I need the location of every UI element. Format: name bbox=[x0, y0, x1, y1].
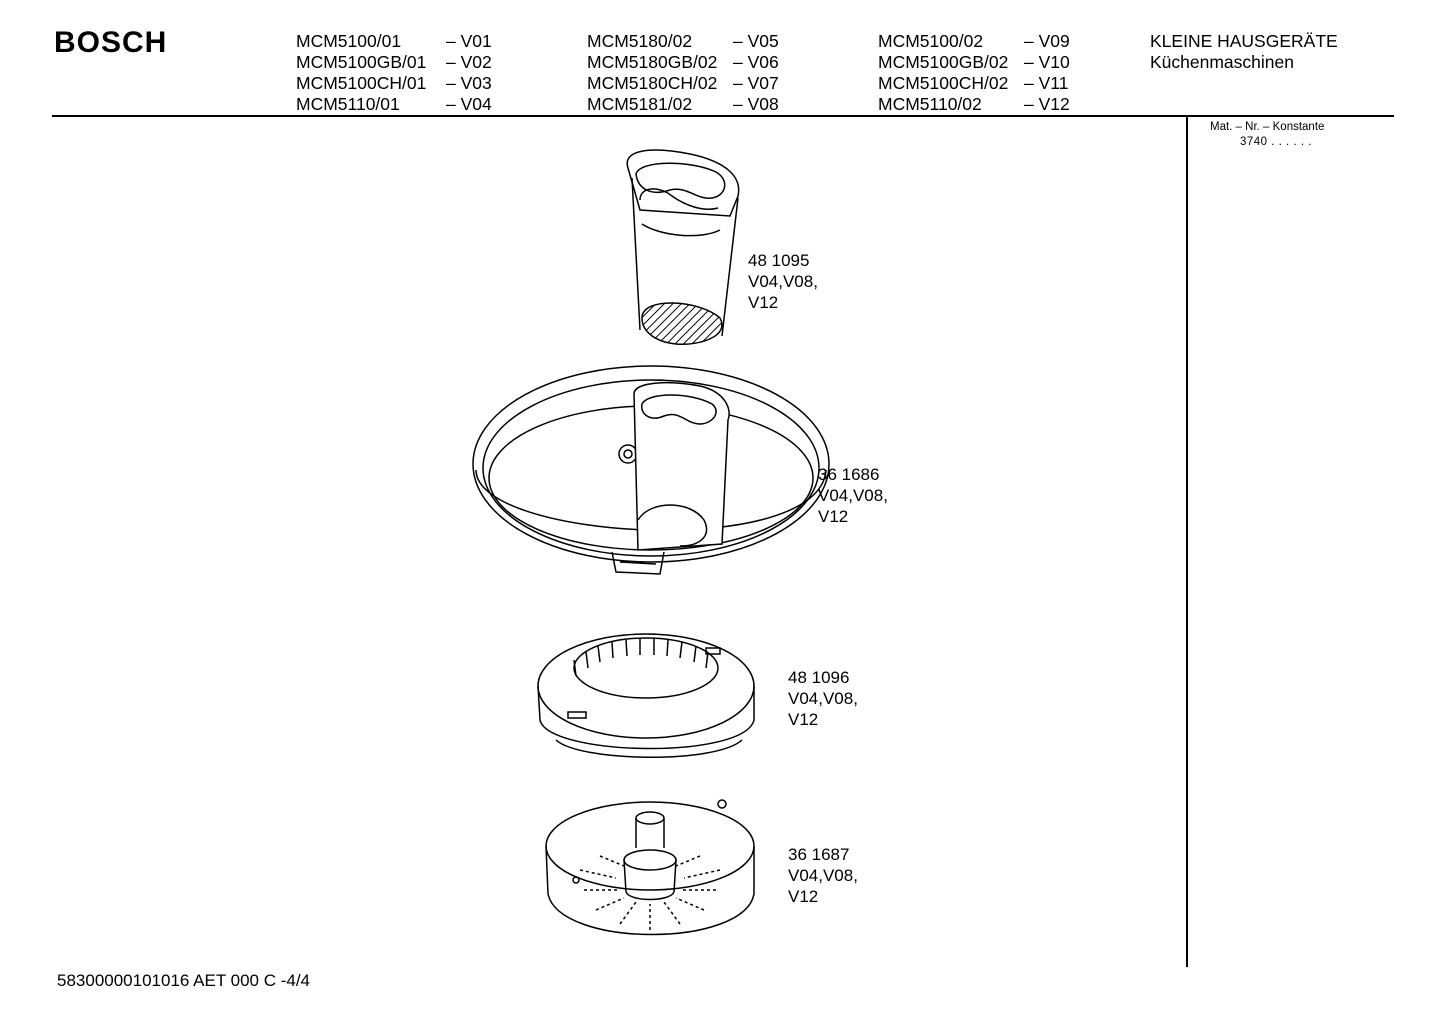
header-divider bbox=[52, 115, 1394, 117]
part-label-1: 48 1095 V04,V08, V12 bbox=[748, 250, 818, 313]
part-variants: V12 bbox=[788, 710, 819, 729]
variant-code: – V09 bbox=[1024, 31, 1070, 51]
variant-code: – V12 bbox=[1024, 94, 1070, 114]
part-variants: V12 bbox=[788, 887, 819, 906]
mat-nr-value: 3740 . . . . . . bbox=[1240, 136, 1312, 148]
model-column-3: MCM5100/02 – V09 MCM5100GB/02 – V10 MCM510… bbox=[878, 31, 1070, 115]
model-number: MCM5110/02 bbox=[878, 94, 982, 114]
part-variants: V04,V08, bbox=[788, 866, 858, 885]
model-row: MCM5180CH/02 – V07 bbox=[587, 73, 779, 94]
model-column-1: MCM5100/01 – V01 MCM5100GB/01 – V02 MCM510… bbox=[296, 31, 492, 115]
mat-nr-label: Mat. – Nr. – Konstante bbox=[1210, 121, 1325, 133]
model-row: MCM5100/02 – V09 bbox=[878, 31, 1070, 52]
part-label-2: 36 1686 V04,V08, V12 bbox=[818, 464, 888, 527]
variant-code: – V02 bbox=[446, 52, 492, 72]
brand-logo: BOSCH bbox=[54, 26, 168, 59]
variant-code: – V04 bbox=[446, 94, 492, 114]
model-row: MCM5180/02 – V05 bbox=[587, 31, 779, 52]
subcategory-title: Küchenmaschinen bbox=[1150, 52, 1294, 72]
category-title: KLEINE HAUSGERÄTE bbox=[1150, 31, 1338, 51]
variant-code: – V10 bbox=[1024, 52, 1070, 72]
part-number: 36 1686 bbox=[818, 465, 880, 484]
document-code: 58300000101016 AET 000 C -4/4 bbox=[57, 971, 311, 990]
variant-code: – V05 bbox=[733, 31, 779, 51]
model-number: MCM5100/01 bbox=[296, 31, 402, 51]
variant-code: – V08 bbox=[733, 94, 779, 114]
model-row: MCM5110/01 – V04 bbox=[296, 94, 492, 115]
part-number: 48 1096 bbox=[788, 668, 850, 687]
variant-code: – V06 bbox=[733, 52, 779, 72]
model-row: MCM5180GB/02 – V06 bbox=[587, 52, 779, 73]
part-label-4: 36 1687 V04,V08, V12 bbox=[788, 844, 858, 907]
part-variants: V04,V08, bbox=[748, 272, 818, 291]
model-number: MCM5100GB/02 bbox=[878, 52, 1009, 72]
model-row: MCM5181/02 – V08 bbox=[587, 94, 779, 115]
model-number: MCM5110/01 bbox=[296, 94, 400, 114]
model-number: MCM5180/02 bbox=[587, 31, 693, 51]
variant-code: – V11 bbox=[1024, 73, 1069, 93]
part-variants: V12 bbox=[748, 293, 779, 312]
sidebar-divider bbox=[1186, 116, 1188, 967]
part-number: 48 1095 bbox=[748, 251, 810, 270]
ring-part bbox=[537, 633, 755, 758]
model-row: MCM5100CH/02 – V11 bbox=[878, 73, 1068, 94]
model-row: MCM5100CH/01 – V03 bbox=[296, 73, 492, 94]
part-variants: V12 bbox=[818, 507, 849, 526]
model-number: MCM5180CH/02 bbox=[587, 73, 718, 93]
part-label-3: 48 1096 V04,V08, V12 bbox=[788, 667, 858, 730]
part-variants: V04,V08, bbox=[788, 689, 858, 708]
variant-code: – V03 bbox=[446, 73, 492, 93]
model-number: MCM5180GB/02 bbox=[587, 52, 718, 72]
food-pusher-part bbox=[626, 149, 740, 345]
variant-code: – V01 bbox=[446, 31, 492, 51]
sieve-basket-part bbox=[545, 799, 755, 936]
mat-nr-block: Mat. – Nr. – Konstante 3740 . . . . . . bbox=[1210, 120, 1324, 150]
model-column-2: MCM5180/02 – V05 MCM5180GB/02 – V06 MCM518… bbox=[587, 31, 779, 115]
model-row: MCM5100GB/01 – V02 bbox=[296, 52, 492, 73]
model-number: MCM5181/02 bbox=[587, 94, 693, 114]
model-row: MCM5110/02 – V12 bbox=[878, 94, 1070, 115]
lid-part bbox=[472, 365, 830, 575]
model-row: MCM5100/01 – V01 bbox=[296, 31, 492, 52]
part-variants: V04,V08, bbox=[818, 486, 888, 505]
model-row: MCM5100GB/02 – V10 bbox=[878, 52, 1070, 73]
category-block: KLEINE HAUSGERÄTE Küchenmaschinen bbox=[1150, 31, 1338, 73]
model-number: MCM5100GB/01 bbox=[296, 52, 427, 72]
variant-code: – V07 bbox=[733, 73, 779, 93]
model-number: MCM5100CH/01 bbox=[296, 73, 427, 93]
part-number: 36 1687 bbox=[788, 845, 850, 864]
model-number: MCM5100/02 bbox=[878, 31, 984, 51]
model-number: MCM5100CH/02 bbox=[878, 73, 1009, 93]
